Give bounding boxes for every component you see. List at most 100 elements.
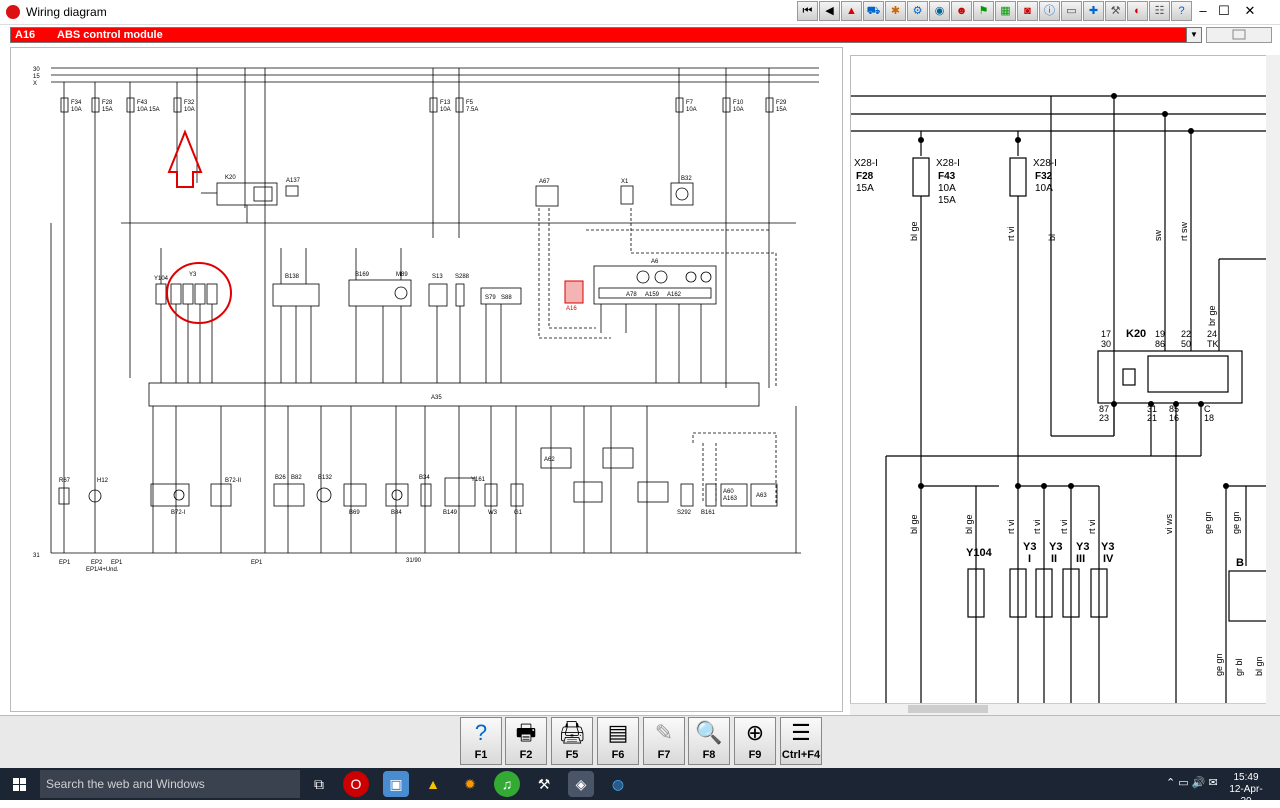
task-view-icon[interactable]: ⧉ [314,776,324,792]
component-label: S79 [485,295,496,301]
f1-button[interactable]: ?F1 [460,717,502,765]
rail-label: X [33,81,37,87]
fuse-rating: 10A [440,107,451,113]
component-label: B132 [318,475,333,481]
medical-icon[interactable]: ✚ [1083,1,1104,21]
list-icon: ☰ [791,720,811,745]
zoom-diagram-pane[interactable]: X28-I F28 15A X28-I F43 10A 15A X28-I F3… [850,55,1268,715]
relay-pin: 30 [1101,339,1111,349]
rail-label: 31 [33,553,40,559]
wire-label: sw [1153,230,1163,242]
relay-pin: 16 [1169,413,1179,423]
toolbar: ⏮ ◀ ▲ ⛟ ✱ ⚙ ◉ ☻ ⚑ ▦ ◙ ⓘ ▭ ✚ ⚒ ◐ ☷ ? [797,1,1192,23]
component-selector[interactable]: A16 ABS control module ▼ [10,27,1202,43]
fuse-rating: 15A [938,195,956,206]
relay-pin: 17 [1101,329,1111,339]
relay-pin: 18 [1204,413,1214,423]
relay-pin: TK [1207,339,1219,349]
component-label: A162 [667,292,682,298]
wire-label: gr bl [1234,658,1244,676]
chevron-down-icon[interactable]: ▼ [1186,28,1201,42]
ctrl-f4-button[interactable]: ☰Ctrl+F4 [780,717,822,765]
window-title: Wiring diagram [26,5,107,19]
side-button[interactable] [1206,27,1272,43]
annotation-circle [166,262,232,324]
start-button[interactable] [0,768,40,800]
search-placeholder: Search the web and Windows [46,777,205,791]
settings-icon[interactable]: ⚙ [907,1,928,21]
fuse-label: F43 [137,100,148,106]
fuse-label: F13 [440,100,451,106]
info-icon[interactable]: ⓘ [1039,1,1060,21]
search-box[interactable] [40,770,300,798]
component-label: S288 [455,274,470,280]
fuse-label: F32 [1035,171,1053,182]
relay-pin: 22 [1181,329,1191,339]
flag-icon[interactable]: ⚑ [973,1,994,21]
fuse-rating: 10A [938,183,956,194]
fuse-label: F43 [938,171,956,182]
fuse-rating: 10A 15A [137,107,160,113]
component-label: A159 [645,292,660,298]
settings-app-icon[interactable]: ✹ [464,776,476,792]
f8-button[interactable]: 🔍F8 [688,717,730,765]
system-tray[interactable]: ⌃ ▭ 🔊 ✉ [1166,777,1218,789]
image-app-icon[interactable]: ▣ [383,771,409,797]
wire-label: rt vi [1087,520,1097,535]
f7-button[interactable]: ✎F7 [643,717,685,765]
tools-app-icon[interactable]: ⚒ [537,776,551,792]
f9-button[interactable]: ⊕F9 [734,717,776,765]
measure-icon[interactable]: ◐ [1127,1,1148,21]
component-label: B161 [701,510,716,516]
car-icon[interactable]: ◙ [1017,1,1038,21]
f2-button[interactable]: 🖶F2 [505,717,547,765]
component-label: A78 [626,292,637,298]
green-app-icon[interactable]: ♫ [494,771,520,797]
close-button[interactable]: ✕ [1244,3,1256,18]
component-label: Y104 [154,276,169,282]
help-icon[interactable]: ? [1171,1,1192,21]
wire-label: ge gn [1203,511,1213,534]
f6-button[interactable]: ▤F6 [597,717,639,765]
prev-icon[interactable]: ◀ [819,1,840,21]
globe-icon[interactable]: ◉ [929,1,950,21]
config-icon[interactable]: ☷ [1149,1,1170,21]
document-icon[interactable]: ▭ [1061,1,1082,21]
tools-icon[interactable]: ✱ [885,1,906,21]
component-label: R67 [59,478,71,484]
print-icon[interactable]: ▦ [995,1,1016,21]
relay-pin: 87 [1099,404,1109,414]
valve-sub: III [1076,553,1085,565]
magnify-icon: ⊕ [745,720,765,745]
component-label: B169 [355,272,370,278]
paint-app-icon[interactable]: ◍ [611,776,625,792]
device-icon: ▤ [607,720,629,745]
component-label: M89 [396,272,408,278]
relay-pin: 24 [1207,329,1217,339]
warning-app-icon[interactable]: ▲ [426,776,440,792]
minimize-button[interactable]: – [1199,3,1207,18]
scroll-thumb[interactable] [908,705,988,713]
fuse-rating: 15A [776,107,787,113]
active-app-icon[interactable]: ◈ [568,771,594,797]
component-label: S292 [677,510,692,516]
overview-diagram-pane[interactable]: 30 15 X F34 10A F28 15A F43 10A 15A F32 … [10,47,843,712]
f5-button[interactable]: 🖨F5 [551,717,593,765]
component-label: Y3 [189,272,197,278]
fuse-label: F10 [733,100,744,106]
wire-label: rt vi [1006,227,1016,242]
ground-note: EP1/4+Und. [86,567,119,573]
resize-icon [1232,29,1246,40]
vertical-scrollbar[interactable] [1266,55,1280,715]
people-icon[interactable]: ☻ [951,1,972,21]
component-label: A137 [286,178,301,184]
wrench-icon[interactable]: ⚒ [1105,1,1126,21]
warning-icon[interactable]: ▲ [841,1,862,21]
maximize-button[interactable]: ☐ [1218,3,1230,18]
first-icon[interactable]: ⏮ [797,1,818,21]
opera-icon[interactable]: O [343,771,369,797]
wire-label: ge gn [1214,653,1224,676]
overview-wiring-diagram: 30 15 X F34 10A F28 15A F43 10A 15A F32 … [33,67,819,573]
vehicle-icon[interactable]: ⛟ [863,1,884,21]
